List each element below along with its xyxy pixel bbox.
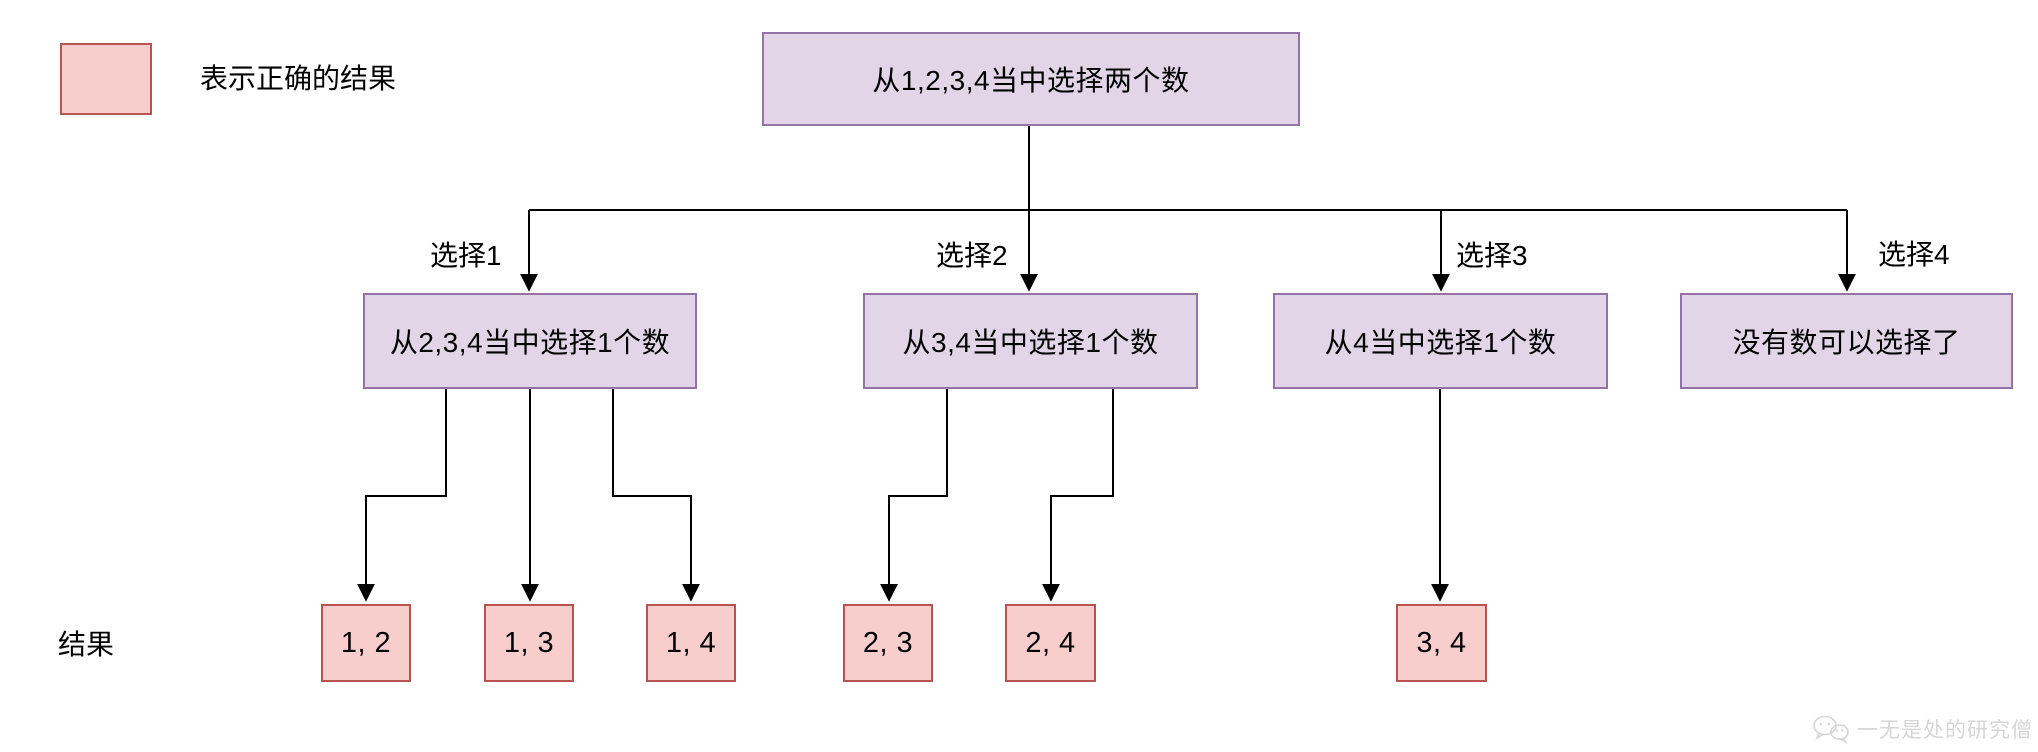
edge-b1-to-result1 bbox=[357, 389, 447, 602]
edge-b2-to-result4 bbox=[880, 389, 948, 602]
result-node: 2, 3 bbox=[843, 604, 933, 682]
edge-b1-to-result3 bbox=[612, 389, 700, 602]
node-branch3: 从4当中选择1个数 bbox=[1273, 293, 1608, 389]
result-node: 2, 4 bbox=[1005, 604, 1096, 682]
edge-b2-to-result5 bbox=[1042, 389, 1114, 602]
legend-correct-result-swatch bbox=[60, 43, 152, 115]
legend-label: 表示正确的结果 bbox=[200, 63, 397, 94]
edge-label-choice1: 选择1 bbox=[430, 240, 502, 271]
node-root: 从1,2,3,4当中选择两个数 bbox=[762, 32, 1300, 126]
result-node: 1, 2 bbox=[321, 604, 411, 682]
node-branch2: 从3,4当中选择1个数 bbox=[863, 293, 1198, 389]
edge-label-choice3: 选择3 bbox=[1456, 240, 1528, 271]
results-row-label: 结果 bbox=[58, 629, 115, 660]
edge-label-choice4: 选择4 bbox=[1878, 239, 1950, 270]
watermark: 一无是处的研究僧 bbox=[1812, 714, 2033, 744]
edge-label-choice2: 选择2 bbox=[936, 240, 1008, 271]
result-node: 3, 4 bbox=[1396, 604, 1487, 682]
node-branch1: 从2,3,4当中选择1个数 bbox=[363, 293, 697, 389]
result-node: 1, 4 bbox=[646, 604, 736, 682]
watermark-text: 一无是处的研究僧 bbox=[1857, 719, 2033, 742]
wechat-icon bbox=[1812, 714, 1850, 744]
node-branch4: 没有数可以选择了 bbox=[1680, 293, 2013, 389]
result-node: 1, 3 bbox=[484, 604, 574, 682]
